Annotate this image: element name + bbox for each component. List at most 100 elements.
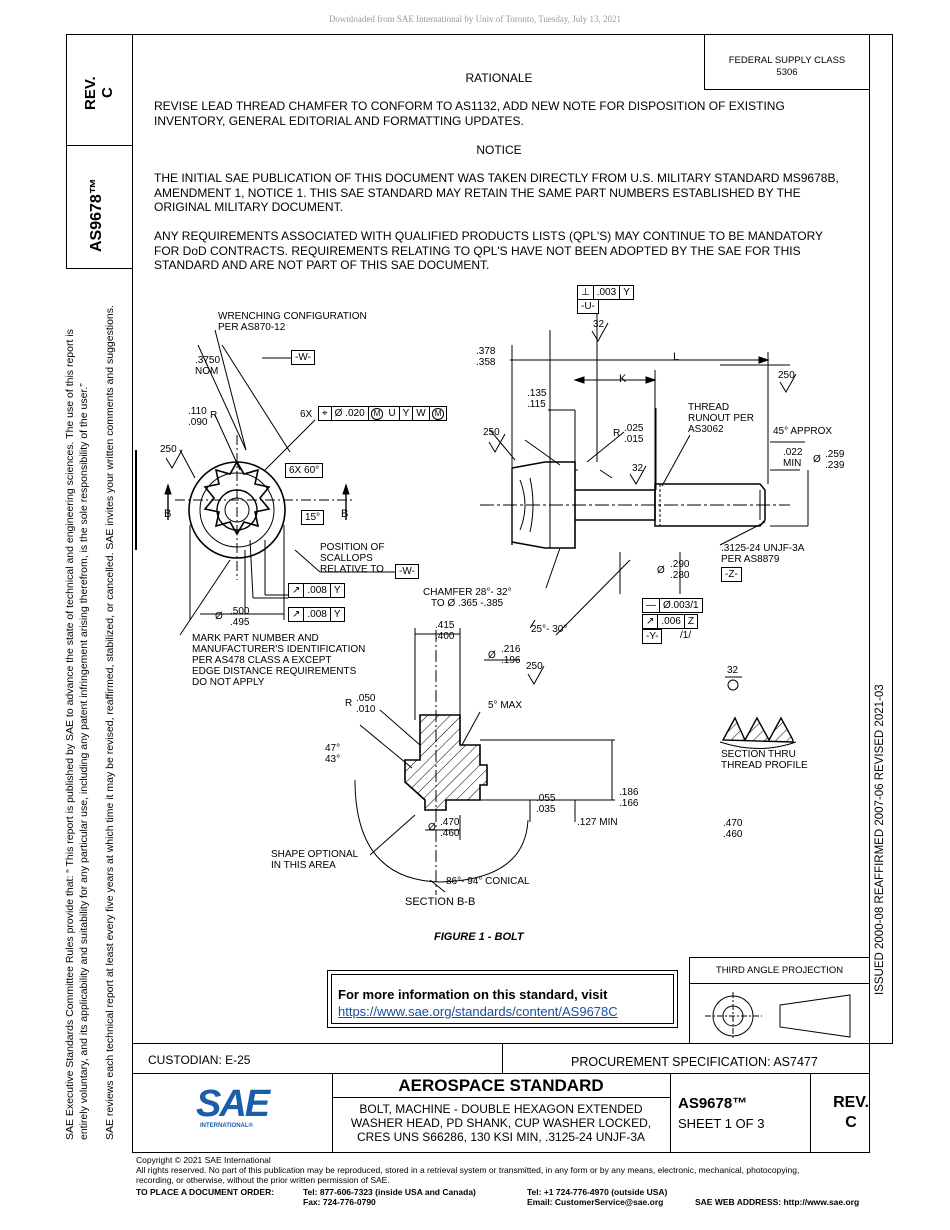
custodian-divider	[502, 1043, 503, 1074]
rationale-title: RATIONALE	[465, 71, 533, 85]
web-address: SAE WEB ADDRESS: http://www.sae.org	[695, 1197, 860, 1207]
datum-w: -W-	[291, 350, 315, 365]
info-box: For more information on this standard, v…	[327, 970, 678, 1028]
surface-32c: 32	[727, 665, 739, 676]
note-slash-1: /1/	[680, 630, 692, 641]
dim-259-239: .259.239	[825, 449, 845, 471]
dim-470-460-b: .470.460	[723, 818, 743, 840]
order-label: TO PLACE A DOCUMENT ORDER:	[136, 1187, 275, 1197]
dim-500-495: .500.495	[230, 606, 250, 628]
angle-25-30: 25°- 30°	[531, 624, 568, 635]
dia-290-sym: Ø	[657, 565, 665, 576]
margin-bar	[135, 450, 137, 550]
dia-500-sym: Ø	[215, 611, 223, 622]
dim-186-166: .186.166	[619, 787, 639, 809]
dim-K: K	[619, 373, 627, 385]
side-view	[480, 308, 809, 636]
dim-L: L	[673, 351, 680, 363]
dim-110-090: .110.090	[188, 406, 208, 428]
section-bb-title: SECTION B-B	[405, 896, 476, 908]
sae-logo-text: SAE	[196, 1083, 270, 1125]
surface-250c: 250	[778, 370, 795, 381]
datum-w2: -W-	[395, 564, 419, 579]
surface-32b: 32	[632, 463, 644, 474]
notice-text-1: THE INITIAL SAE PUBLICATION OF THIS DOCU…	[154, 171, 839, 214]
tel-outside: Tel: +1 724-776-4970 (outside USA)	[527, 1187, 668, 1197]
surface-250a: 250	[160, 444, 177, 455]
radius-r3: R	[345, 698, 353, 709]
dim-127-min: .127 MIN	[577, 817, 618, 828]
email: Email: CustomerService@sae.org	[527, 1197, 664, 1207]
footer: Copyright © 2021 SAE International All r…	[136, 1155, 896, 1185]
approx-45: 45° APPROX	[773, 426, 833, 437]
title-block	[132, 1073, 870, 1153]
dia-259-sym: Ø	[813, 454, 821, 465]
end-view	[164, 329, 395, 636]
procurement-spec: PROCUREMENT SPECIFICATION: AS7477	[571, 1055, 818, 1069]
section-bb	[354, 628, 615, 895]
radius-r1: R	[210, 410, 218, 421]
flatness-frame: —Ø.003/1	[642, 598, 703, 613]
dim-050-010: .050.010	[356, 693, 376, 715]
dim-378-358: .378.358	[476, 346, 496, 368]
dim-290-280: .290.280	[670, 559, 690, 581]
dim-216-196: .216.196	[501, 644, 521, 666]
conical-note: 86°- 94° CONICAL	[446, 876, 530, 887]
custodian: CUSTODIAN: E-25	[148, 1053, 251, 1067]
radius-r2: R	[613, 428, 621, 439]
six-x: 6X	[300, 409, 313, 420]
description: BOLT, MACHINE - DOUBLE HEXAGON EXTENDED …	[350, 1102, 652, 1144]
tb-div-1	[332, 1073, 333, 1153]
surface-250b: 250	[483, 427, 500, 438]
rationale-text: REVISE LEAD THREAD CHAMFER TO CONFORM TO…	[154, 99, 785, 128]
tb-doc-number: AS9678™	[678, 1095, 748, 1112]
sae-logo-sub: INTERNATIONAL®	[200, 1123, 253, 1129]
chamfer-note: CHAMFER 28°- 32°TO Ø .365 -.385	[423, 587, 512, 609]
figure-caption: FIGURE 1 - BOLT	[434, 931, 524, 943]
copyright: Copyright © 2021 SAE International	[136, 1155, 271, 1165]
datum-y: -Y-	[642, 629, 663, 644]
dim-055-035: .055.035	[536, 793, 556, 815]
surface-250d: 250	[526, 661, 543, 672]
notice-text-2: ANY REQUIREMENTS ASSOCIATED WITH QUALIFI…	[154, 229, 823, 272]
dim-025-015: .025.015	[624, 423, 644, 445]
thread-profile	[719, 676, 797, 749]
six-x-60: 6X 60°	[285, 463, 324, 478]
dim-135-115: .135.115	[527, 388, 547, 410]
dim-470-460-a: .470.460	[440, 817, 460, 839]
rights-1: All rights reserved. No part of this pub…	[136, 1165, 800, 1175]
aerospace-standard: AEROSPACE STANDARD	[398, 1076, 604, 1095]
download-notice: Downloaded from SAE International by Uni…	[328, 14, 622, 24]
tel-usa: Tel: 877-606-7323 (inside USA and Canada…	[303, 1187, 476, 1197]
dim-415-400: .415.400	[435, 620, 455, 642]
angle-47-43: 47°43°	[325, 743, 341, 765]
section-b-left: B	[164, 508, 172, 520]
tb-rev-label: REV.	[833, 1094, 869, 1111]
standard-link[interactable]: https://www.sae.org/standards/content/AS…	[338, 1004, 618, 1019]
max-5-deg: 5° MAX	[488, 700, 523, 711]
tb-sheet: SHEET 1 OF 3	[678, 1116, 765, 1131]
fifteen-deg: 15°	[301, 510, 325, 525]
tb-div-2	[670, 1073, 671, 1153]
surface-32a: 32	[593, 319, 605, 330]
fsc-label: FEDERAL SUPPLY CLASS	[728, 55, 846, 66]
notice-title: NOTICE	[476, 143, 522, 157]
fsc-number: 5306	[776, 67, 798, 78]
projection-symbol	[705, 992, 851, 1040]
tb-rev-value: C	[845, 1114, 857, 1131]
